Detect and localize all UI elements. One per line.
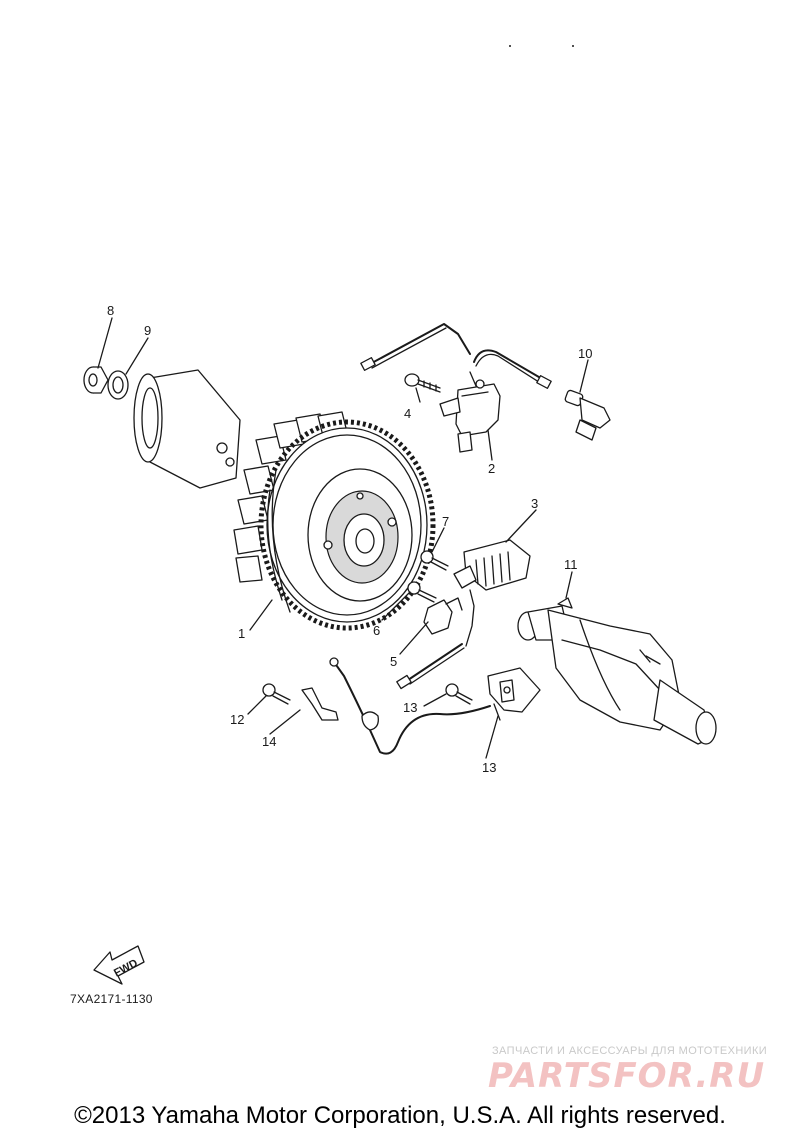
part-5-clamp bbox=[396, 597, 465, 690]
part-3-pulser-coil bbox=[453, 539, 531, 647]
callout-4: 4 bbox=[404, 406, 411, 421]
part-7-screw bbox=[420, 550, 449, 571]
callout-12: 13 bbox=[482, 760, 496, 775]
part-1-flywheel bbox=[233, 411, 436, 631]
callout-10: 11 bbox=[564, 557, 578, 572]
watermark-logo: PARTSFOR.RU bbox=[488, 1056, 766, 1096]
fwd-arrow-icon: FWD bbox=[93, 945, 145, 985]
part-8-nut bbox=[83, 366, 109, 394]
part-2-ignition-coil bbox=[360, 323, 552, 453]
leader-lines bbox=[97, 317, 589, 759]
part-9-washer bbox=[107, 370, 129, 400]
callout-3: 3 bbox=[531, 496, 538, 511]
callout-8: 8 bbox=[107, 303, 114, 318]
part-13-bolt-left bbox=[262, 683, 291, 705]
callout-5: 5 bbox=[390, 654, 397, 669]
part-12-bracket bbox=[329, 657, 541, 755]
callouts: 8 9 10 4 2 3 7 11 6 1 5 12 13 14 13 bbox=[107, 303, 592, 775]
part-13-bolt-right bbox=[445, 683, 473, 705]
callout-1: 1 bbox=[238, 626, 245, 641]
callout-13-right: 13 bbox=[403, 700, 417, 715]
watermark-caption: ЗАПЧАСТИ И АКСЕССУАРЫ ДЛЯ МОТОТЕХНИКИ bbox=[492, 1045, 768, 1057]
part-14-stay bbox=[301, 687, 339, 721]
diagram-code: 7XA2171-1130 bbox=[70, 992, 153, 1006]
callout-9: 9 bbox=[144, 323, 151, 338]
part-10-key bbox=[557, 597, 573, 609]
part-6-screw bbox=[407, 581, 437, 603]
callout-13-left: 12 bbox=[230, 712, 244, 727]
callout-7: 7 bbox=[442, 514, 449, 529]
callout-11: 10 bbox=[578, 346, 592, 361]
callout-6: 6 bbox=[373, 623, 380, 638]
crankshaft bbox=[517, 605, 717, 745]
part-4-bolt bbox=[404, 373, 441, 393]
part-11-plug-cap bbox=[564, 389, 611, 441]
callout-2: 2 bbox=[488, 461, 495, 476]
callout-14: 14 bbox=[262, 734, 276, 749]
starter-cup bbox=[133, 369, 241, 489]
copyright-notice: ©2013 Yamaha Motor Corporation, U.S.A. A… bbox=[74, 1102, 726, 1129]
top-marks bbox=[509, 45, 574, 47]
